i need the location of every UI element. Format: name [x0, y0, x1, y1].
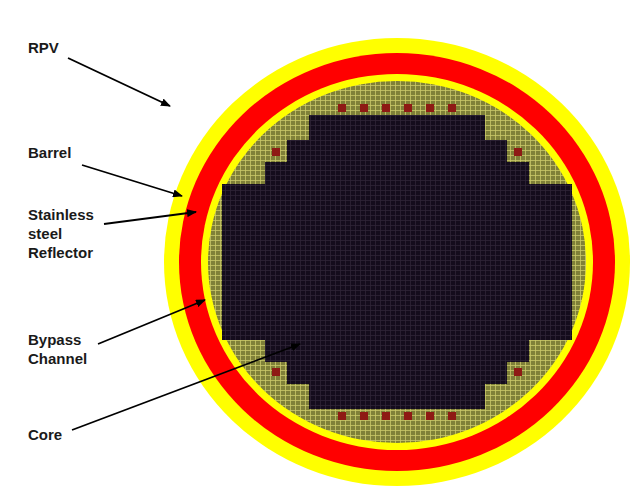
- gap-ring: [201, 74, 593, 450]
- part-label: Core: [28, 425, 62, 444]
- bypass-channel: [514, 148, 522, 156]
- reflector-region: [208, 81, 586, 443]
- bypass-channel: [448, 104, 456, 112]
- part-label: Stainless steel Reflector: [28, 205, 94, 262]
- part-label: RPV: [28, 38, 59, 57]
- barrel-ring: [179, 53, 615, 471]
- leader-line: [98, 300, 205, 344]
- leader-line: [68, 58, 170, 106]
- bypass-channel: [272, 148, 280, 156]
- bypass-channel: [360, 412, 368, 420]
- leader-line: [104, 212, 196, 224]
- bypass-channel: [338, 412, 346, 420]
- bypass-channel: [382, 104, 390, 112]
- bypass-channel: [404, 104, 412, 112]
- bypass-channel: [360, 104, 368, 112]
- part-label: Barrel: [28, 143, 71, 162]
- bypass-channel: [382, 412, 390, 420]
- bypass-channel: [272, 368, 280, 376]
- bypass-channel: [514, 368, 522, 376]
- leader-lines: [68, 58, 300, 430]
- bypass-channel: [404, 412, 412, 420]
- leader-line: [82, 165, 182, 196]
- bypass-channel: [338, 104, 346, 112]
- bypass-channel: [448, 412, 456, 420]
- leader-line: [72, 344, 300, 430]
- bypass-channel: [426, 412, 434, 420]
- bypass-channel: [426, 104, 434, 112]
- core-region: [222, 115, 572, 409]
- rpv-ring: [164, 38, 630, 486]
- part-label: Bypass Channel: [28, 330, 87, 368]
